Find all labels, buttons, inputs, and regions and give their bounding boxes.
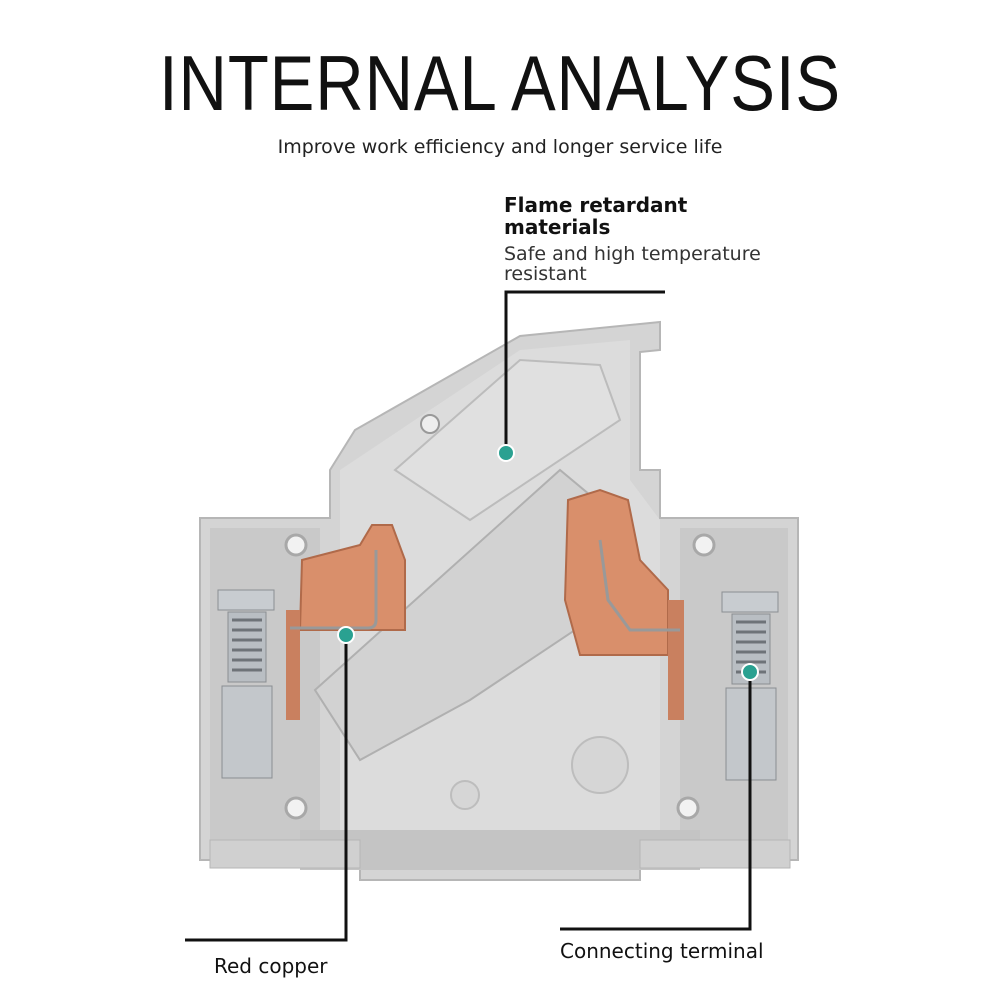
copper-marker-dot — [337, 626, 355, 644]
terminal-marker-dot — [741, 663, 759, 681]
flame-callout-title: Flame retardant materials — [504, 193, 688, 239]
flame-callout-subtitle: Safe and high temperature resistant — [504, 243, 761, 285]
connecting-terminal-label: Connecting terminal — [560, 939, 764, 963]
red-copper-label: Red copper — [214, 954, 328, 978]
copper-leader-line — [185, 635, 348, 942]
flame-marker-dot — [497, 444, 515, 462]
left-red-copper — [286, 524, 406, 720]
terminal-leader-line — [560, 672, 752, 931]
right-red-copper — [563, 488, 684, 720]
left-terminal — [217, 589, 275, 779]
page-subtitle: Improve work efficiency and longer servi… — [277, 136, 723, 158]
page-title: INTERNAL ANALYSIS — [159, 39, 841, 127]
flame-leader-line — [504, 290, 665, 453]
